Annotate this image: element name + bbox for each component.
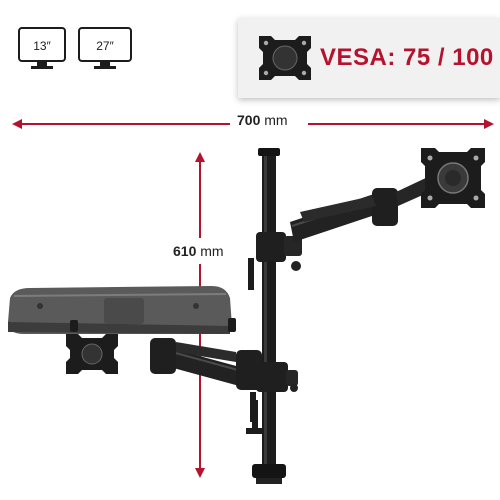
vesa-plate-icon [259,36,311,80]
width-unit: mm [264,112,288,128]
height-unit: mm [200,243,224,259]
lower-arm [150,338,262,390]
height-value: 610 [173,243,197,259]
screen-size-label-large: 27″ [96,39,114,53]
laptop-tray [8,286,236,334]
width-value: 700 [237,112,261,128]
upper-arm [290,176,434,242]
height-dimension-label: 610 mm [170,242,227,260]
tray-vesa-plate [66,334,118,374]
screen-size-label-small: 13″ [33,39,51,53]
upper-vesa-plate [421,148,485,208]
vesa-label: VESA: 75 / 100 [320,44,494,71]
width-dimension-label: 700 mm [233,112,292,128]
width-dimension-arrow [12,119,494,129]
screen-icon-small [18,27,66,69]
upper-collar [248,232,302,290]
desk-clamp [246,400,262,434]
screen-icon-large [78,27,132,69]
